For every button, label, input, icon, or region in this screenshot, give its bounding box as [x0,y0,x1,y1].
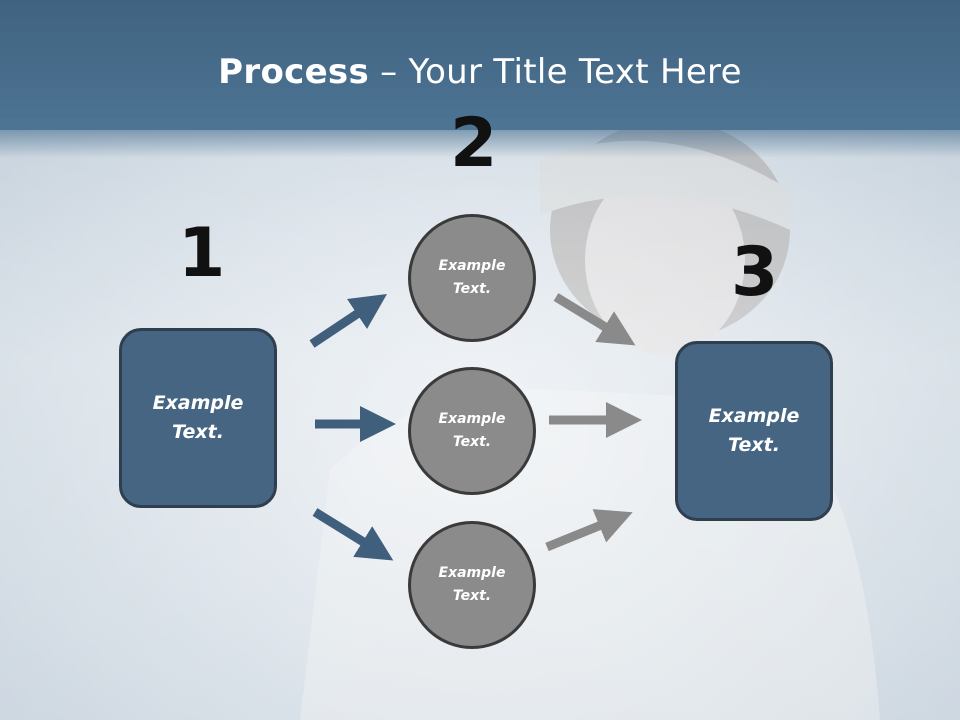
process-circle-top: Example Text. [408,214,536,342]
arrow-to-bottom-circle [312,508,394,561]
left-box-line1: Example [152,392,244,414]
process-circle-middle: Example Text. [408,367,536,495]
arrow-to-top-circle [309,294,387,348]
step-number-2: 2 [450,104,498,183]
circle-top-line2: Text. [452,281,492,297]
process-circle-bottom: Example Text. [408,521,536,649]
title-bold: Process [218,52,370,92]
circle-middle-line1: Example [438,411,506,427]
slide-title: Process – Your Title Text Here [0,52,960,92]
left-process-box: Example Text. [119,328,277,508]
left-box-line2: Text. [172,421,224,443]
right-box-line2: Text. [728,434,780,456]
arrow-top-to-box [553,293,636,346]
title-bar [0,0,960,130]
arrow-bottom-to-box [545,509,633,552]
circle-bottom-line2: Text. [452,588,492,604]
circle-top-line1: Example [438,258,506,274]
step-number-1: 1 [178,214,226,293]
right-box-line1: Example [708,405,800,427]
title-rest: – Your Title Text Here [369,52,742,92]
circle-middle-line2: Text. [452,434,492,450]
title-bar-fade [0,118,960,158]
right-process-box: Example Text. [675,341,833,521]
left-box-text: Example Text. [153,389,244,447]
step-number-3: 3 [731,233,779,312]
circle-bottom-line1: Example [438,565,506,581]
right-box-text: Example Text. [709,402,800,460]
